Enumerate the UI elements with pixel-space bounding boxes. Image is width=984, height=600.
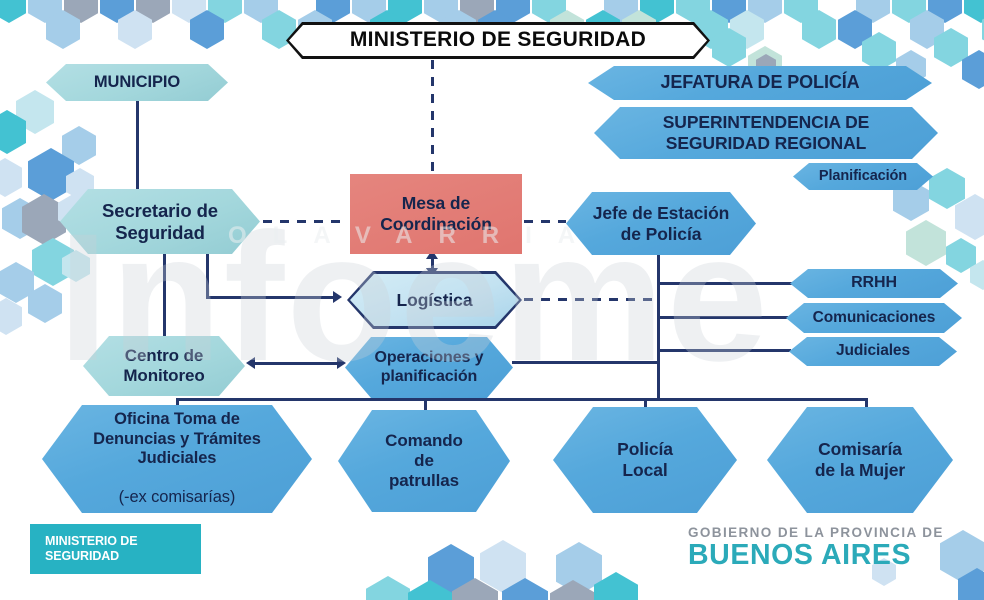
connector-to-rrhh (658, 282, 792, 285)
title-hexagon-fill: MINISTERIO DE SEGURIDAD (289, 25, 707, 56)
arrowhead-right-to-operaciones (337, 357, 346, 369)
province-logo: GOBIERNO DE LA PROVINCIA DE BUENOS AIRES (688, 525, 958, 572)
node-label: SUPERINTENDENCIA DE SEGURIDAD REGIONAL (662, 112, 870, 153)
connector-bus-to-policia-local (644, 398, 647, 411)
node-label: JEFATURA DE POLICÍA (660, 72, 860, 93)
node-label-main: Oficina Toma de Denuncias y Trámites Jud… (93, 410, 261, 468)
node-policia-local: Policía Local (553, 407, 737, 513)
node-label: Comisaría de la Mujer (814, 439, 906, 480)
connector-to-judiciales (658, 349, 791, 352)
node-label: Centro de Monitoreo (123, 345, 205, 385)
node-label: Comando de patrullas (385, 430, 463, 491)
connector-to-comunicaciones (658, 316, 788, 319)
connector-municipio-to-secretario (136, 99, 139, 190)
arrowhead-up-to-mesa (426, 250, 438, 259)
node-jefe-de-estacion: Jefe de Estación de Policía (566, 192, 756, 255)
arrowhead-left-to-centro (246, 357, 255, 369)
node-label: Comunicaciones (812, 308, 936, 326)
connector-mesa-logistica (431, 257, 434, 270)
connector-mesa-to-jefe-estacion (524, 220, 566, 223)
connector-secretario-to-centro (163, 253, 166, 337)
connector-logistica-to-jefe-line (524, 298, 656, 301)
decor-hexagon (0, 0, 26, 23)
ministry-badge-label: MINISTERIO DE SEGURIDAD (45, 534, 138, 563)
decor-hexagon (0, 158, 22, 197)
node-label: Policía Local (617, 439, 673, 480)
decor-hexagon (712, 28, 746, 67)
node-municipio: MUNICIPIO (46, 64, 228, 101)
decor-hexagon (964, 0, 984, 23)
connector-jefe-estacion-down (657, 254, 660, 401)
node-label: MUNICIPIO (93, 72, 181, 91)
node-label: Operaciones y planificación (374, 348, 484, 385)
logistica-hexagon-fill: Logística (350, 274, 519, 326)
connector-title-to-mesa (431, 60, 434, 172)
decor-hexagon (862, 32, 896, 71)
node-label: RRHH (851, 274, 897, 292)
node-comando-de-patrullas: Comando de patrullas (338, 410, 510, 512)
connector-bus-to-oficina (176, 398, 179, 411)
node-label: Logística (396, 289, 473, 310)
node-label: Secretario de Seguridad (102, 199, 218, 243)
decor-hexagon (970, 260, 984, 290)
decor-hexagon (962, 50, 984, 89)
node-operaciones-y-planificacion: Operaciones y planificación (345, 337, 513, 398)
decor-hexagon (0, 298, 22, 335)
ministry-badge: MINISTERIO DE SEGURIDAD (30, 524, 201, 574)
page-title: MINISTERIO DE SEGURIDAD (349, 28, 647, 52)
node-superintendencia: SUPERINTENDENCIA DE SEGURIDAD REGIONAL (594, 107, 938, 159)
node-comunicaciones: Comunicaciones (786, 303, 962, 333)
government-small-text: GOBIERNO DE LA PROVINCIA DE (688, 525, 944, 540)
decor-hexagon (982, 10, 984, 49)
node-mesa-de-coordinacion: Mesa de Coordinación (350, 174, 522, 254)
connector-secretario-elbow-horizontal (206, 296, 333, 299)
node-planificacion: Planificación (793, 163, 933, 190)
node-comisaria-de-la-mujer: Comisaría de la Mujer (767, 407, 953, 513)
decor-hexagon (28, 284, 62, 323)
node-judiciales: Judiciales (789, 337, 957, 366)
decor-hexagon (366, 576, 410, 600)
node-label: Jefe de Estación de Policía (592, 202, 730, 244)
buenos-aires-logo-text: BUENOS AIRES (688, 539, 912, 571)
decor-hexagon (906, 220, 946, 266)
node-jefatura-de-policia: JEFATURA DE POLICÍA (588, 66, 932, 100)
node-label: Oficina Toma de Denuncias y Trámites Jud… (93, 410, 261, 507)
node-ministerio-de-seguridad-title: MINISTERIO DE SEGURIDAD (286, 22, 710, 59)
decor-hexagon (802, 10, 836, 49)
decor-hexagon (929, 168, 965, 209)
connector-bus-to-comando (424, 398, 427, 413)
node-label: Mesa de Coordinación (380, 193, 492, 234)
connector-operaciones-to-jefe-line (512, 361, 658, 364)
node-label-sub: (-ex comisarías) (118, 488, 236, 507)
connector-centro-operaciones (253, 362, 339, 365)
node-label: Judiciales (836, 342, 910, 360)
node-rrhh: RRHH (790, 269, 958, 298)
decor-hexagon (872, 558, 896, 586)
node-centro-de-monitoreo: Centro de Monitoreo (83, 336, 245, 396)
connector-secretario-elbow-vertical (206, 253, 209, 299)
arrowhead-into-logistica (333, 291, 342, 303)
node-logistica: Logística (347, 271, 522, 329)
connector-bottom-bus (176, 398, 868, 401)
connector-secretario-to-mesa (263, 220, 348, 223)
node-oficina-toma-de-denuncias: Oficina Toma de Denuncias y Trámites Jud… (42, 405, 312, 513)
decor-hexagon (190, 10, 224, 49)
node-secretario-de-seguridad: Secretario de Seguridad (60, 189, 260, 254)
connector-bus-to-comisaria (865, 398, 868, 411)
node-label: Planificación (818, 167, 908, 184)
